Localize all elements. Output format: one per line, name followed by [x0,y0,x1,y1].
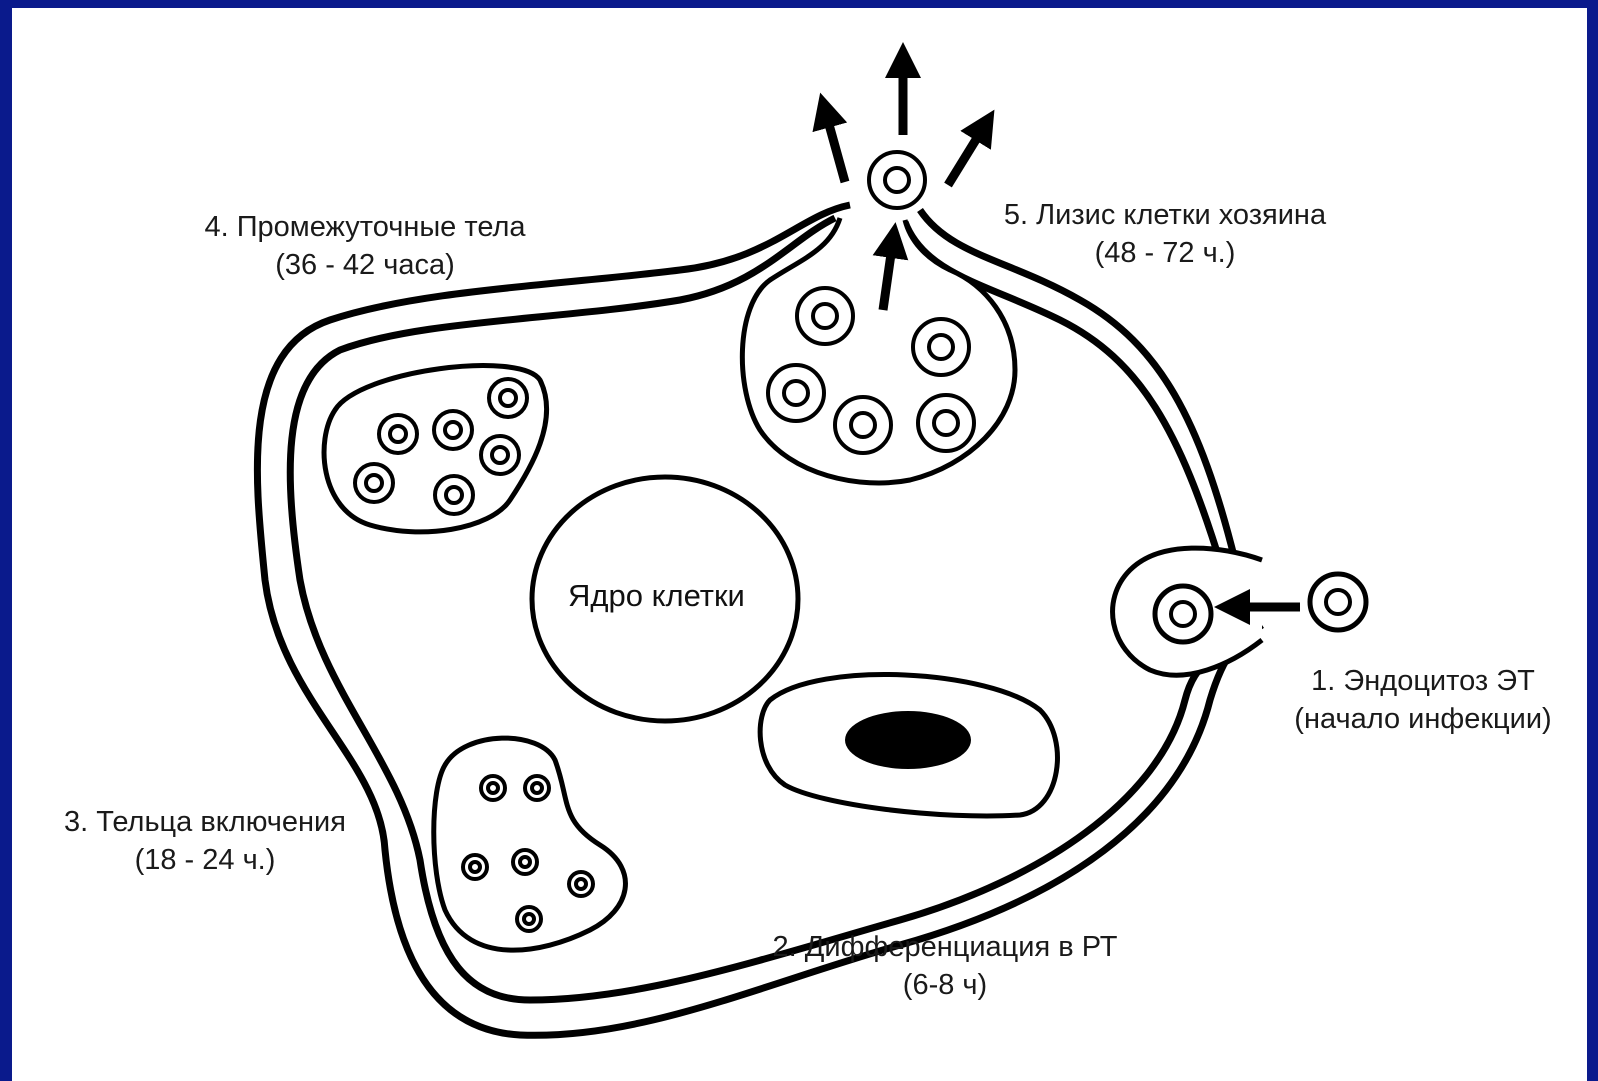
endocytosis-vesicle [1113,548,1366,675]
stage5-time: (48 - 72 ч.) [965,234,1365,272]
stage4-title: 4. Промежуточные тела [175,208,555,246]
stage1-title: 1. Эндоцитоз ЭТ [1278,662,1568,700]
intermediate-bodies-vesicle [324,366,547,532]
stage2-label: 2. Дифференциация в РТ (6-8 ч) [750,928,1140,1004]
stage3-label: 3. Тельца включения (18 - 24 ч.) [30,803,380,879]
stage5-title: 5. Лизис клетки хозяина [965,196,1365,234]
stage3-time: (18 - 24 ч.) [30,841,380,879]
inclusion-body [434,738,626,950]
stage4-time: (36 - 42 часа) [175,246,555,284]
stage2-time: (6-8 ч) [750,966,1140,1004]
stage1-time: (начало инфекции) [1278,700,1568,738]
differentiation-vesicle [760,675,1057,816]
nucleus-label: Ядро клетки [568,578,745,614]
stage5-label: 5. Лизис клетки хозяина (48 - 72 ч.) [965,196,1365,272]
stage1-label: 1. Эндоцитоз ЭТ (начало инфекции) [1278,662,1568,738]
stage2-title: 2. Дифференциация в РТ [750,928,1140,966]
stage4-label: 4. Промежуточные тела (36 - 42 часа) [175,208,555,284]
stage3-title: 3. Тельца включения [30,803,380,841]
